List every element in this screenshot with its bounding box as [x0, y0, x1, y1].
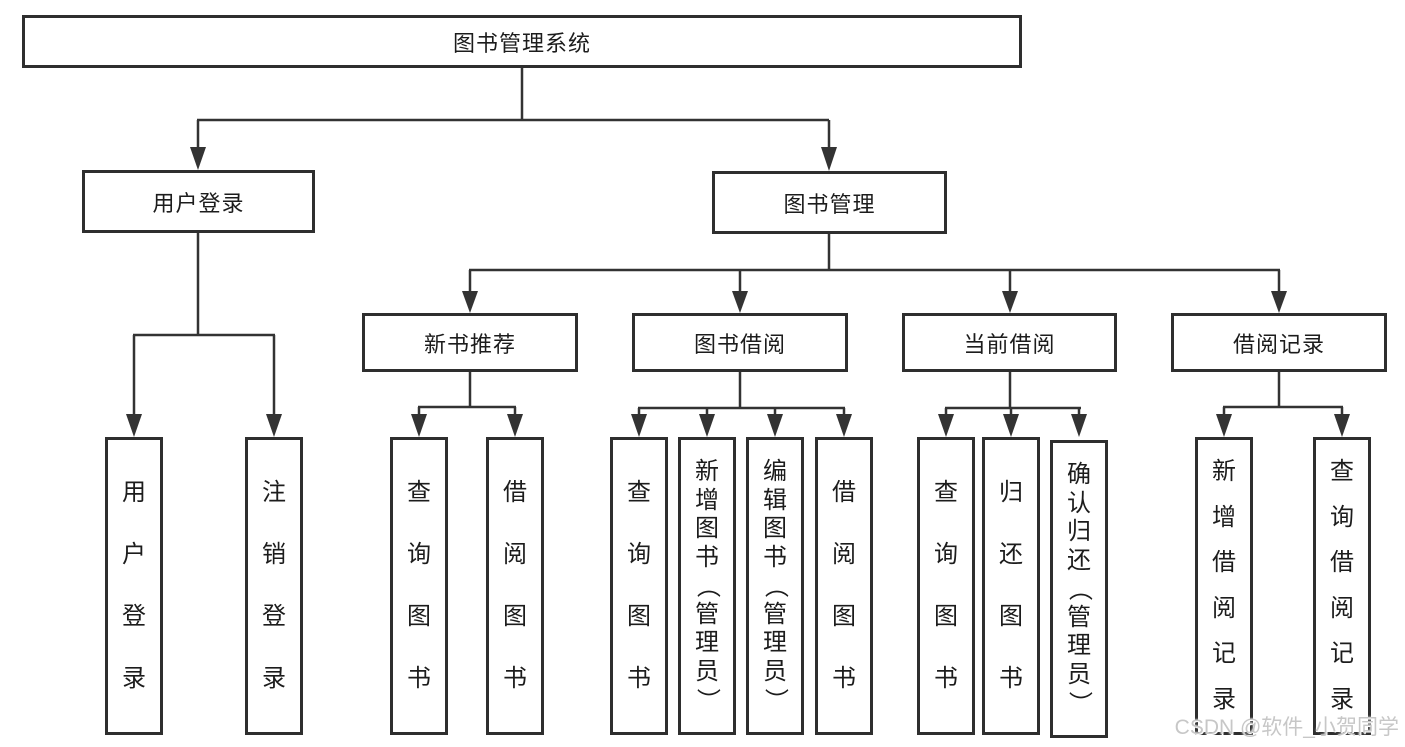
- node-label: 图书管理: [783, 191, 876, 217]
- node-label: 归还图书: [999, 479, 1023, 692]
- node-leaf-add-borrow-record: 新增借阅记录: [1195, 437, 1253, 735]
- node-leaf-confirm-return-admin: 确认归还（管理员）: [1050, 440, 1108, 738]
- node-label: 当前借阅: [963, 331, 1056, 357]
- arrowheads: [126, 147, 1350, 437]
- node-label: 用户登录: [122, 479, 146, 692]
- node-book-management: 图书管理: [712, 171, 947, 234]
- node-label: 新增借阅记录: [1212, 458, 1236, 713]
- node-label: 图书管理系统: [452, 30, 591, 56]
- node-label: 新书推荐: [423, 331, 516, 357]
- node-new-book-recommend: 新书推荐: [362, 313, 578, 372]
- node-label: 查询图书: [627, 479, 651, 692]
- node-leaf-logout: 注销登录: [245, 437, 303, 735]
- node-user-login: 用户登录: [82, 170, 315, 233]
- node-library-management-system: 图书管理系统: [22, 15, 1022, 68]
- node-label: 查询图书: [934, 479, 958, 692]
- node-label: 编辑图书（管理员）: [762, 458, 789, 713]
- node-label: 用户登录: [152, 190, 245, 216]
- node-leaf-return-books: 归还图书: [982, 437, 1040, 735]
- node-book-borrow: 图书借阅: [632, 313, 848, 372]
- node-label: 借阅图书: [503, 479, 527, 692]
- node-label: 借阅记录: [1232, 331, 1325, 357]
- node-label: 确认归还（管理员）: [1066, 461, 1093, 716]
- node-leaf-borrow-books-1: 借阅图书: [486, 437, 544, 735]
- node-label: 图书借阅: [693, 331, 786, 357]
- node-current-borrow: 当前借阅: [902, 313, 1117, 372]
- node-leaf-query-borrow-record: 查询借阅记录: [1313, 437, 1371, 735]
- csdn-watermark: CSDN @软件_小贺同学: [1174, 716, 1399, 739]
- node-leaf-query-books-3: 查询图书: [917, 437, 975, 735]
- node-label: 注销登录: [262, 479, 286, 692]
- node-leaf-borrow-books-2: 借阅图书: [815, 437, 873, 735]
- node-leaf-query-books-2: 查询图书: [610, 437, 668, 735]
- node-borrow-records: 借阅记录: [1171, 313, 1387, 372]
- node-label: 借阅图书: [832, 479, 856, 692]
- node-leaf-query-books-1: 查询图书: [390, 437, 448, 735]
- node-leaf-user-login: 用户登录: [105, 437, 163, 735]
- node-leaf-add-books-admin: 新增图书（管理员）: [678, 437, 736, 735]
- node-label: 查询借阅记录: [1330, 458, 1354, 713]
- node-label: 新增图书（管理员）: [694, 458, 721, 713]
- node-leaf-edit-books-admin: 编辑图书（管理员）: [746, 437, 804, 735]
- node-label: 查询图书: [407, 479, 431, 692]
